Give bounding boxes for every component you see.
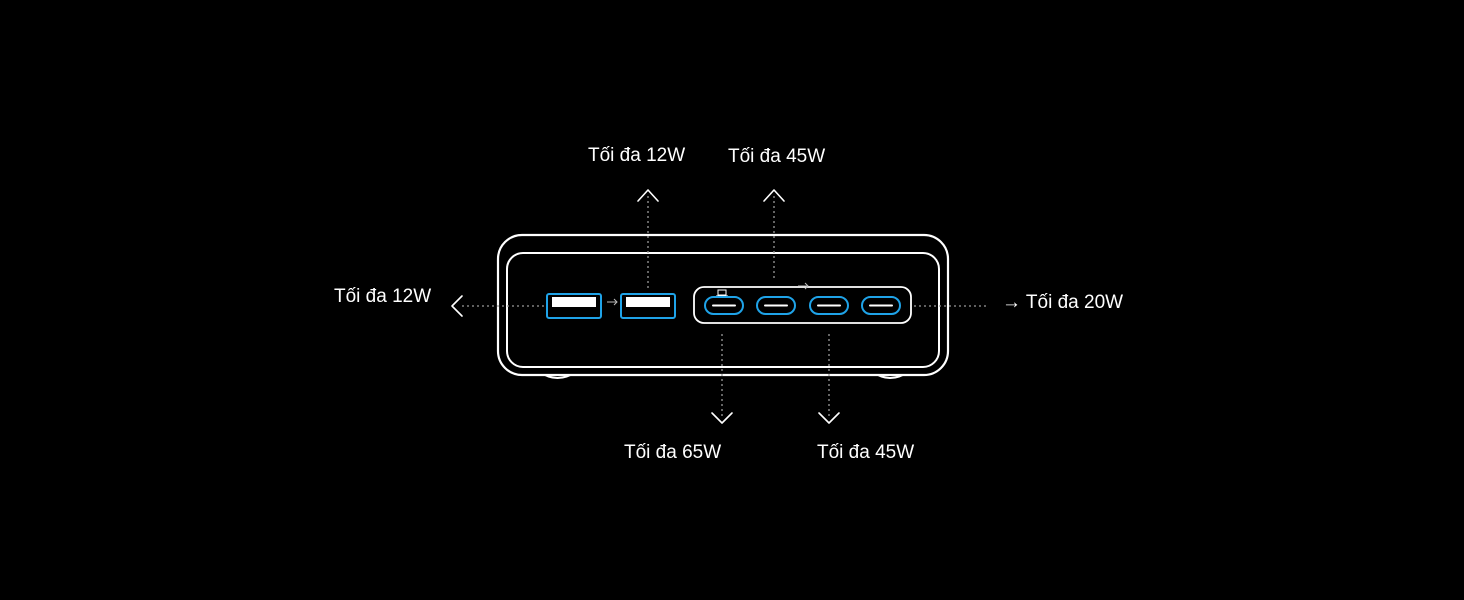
arrow-down-icon — [711, 412, 733, 424]
usb-c-port-group — [693, 286, 912, 324]
usb-c-port-2 — [756, 296, 796, 315]
arrow-up-icon — [637, 189, 659, 202]
usb-c-port-3 — [809, 296, 849, 315]
label-top-usb-a: Tối đa 12W — [588, 145, 686, 166]
usb-a-port-1 — [546, 293, 602, 319]
arrow-up-icon — [763, 189, 785, 202]
label-left-usb-a: Tối đa 12W — [334, 286, 432, 307]
device-front-panel — [506, 252, 940, 368]
arrow-down-icon — [818, 412, 840, 424]
label-bottom-c3: Tối đa 45W — [817, 442, 915, 463]
label-top-usb-c: Tối đa 45W — [728, 146, 826, 167]
usb-c-port-4 — [861, 296, 901, 315]
usb-c-port-1 — [704, 296, 744, 315]
usb-a-port-2 — [620, 293, 676, 319]
label-bottom-c1: Tối đa 65W — [624, 442, 722, 463]
label-right-usb-c: → Tối đa 20W — [1002, 292, 1124, 313]
arrow-small-icon — [798, 282, 809, 290]
arrow-left-icon — [451, 295, 463, 317]
arrow-small-icon — [607, 298, 618, 306]
